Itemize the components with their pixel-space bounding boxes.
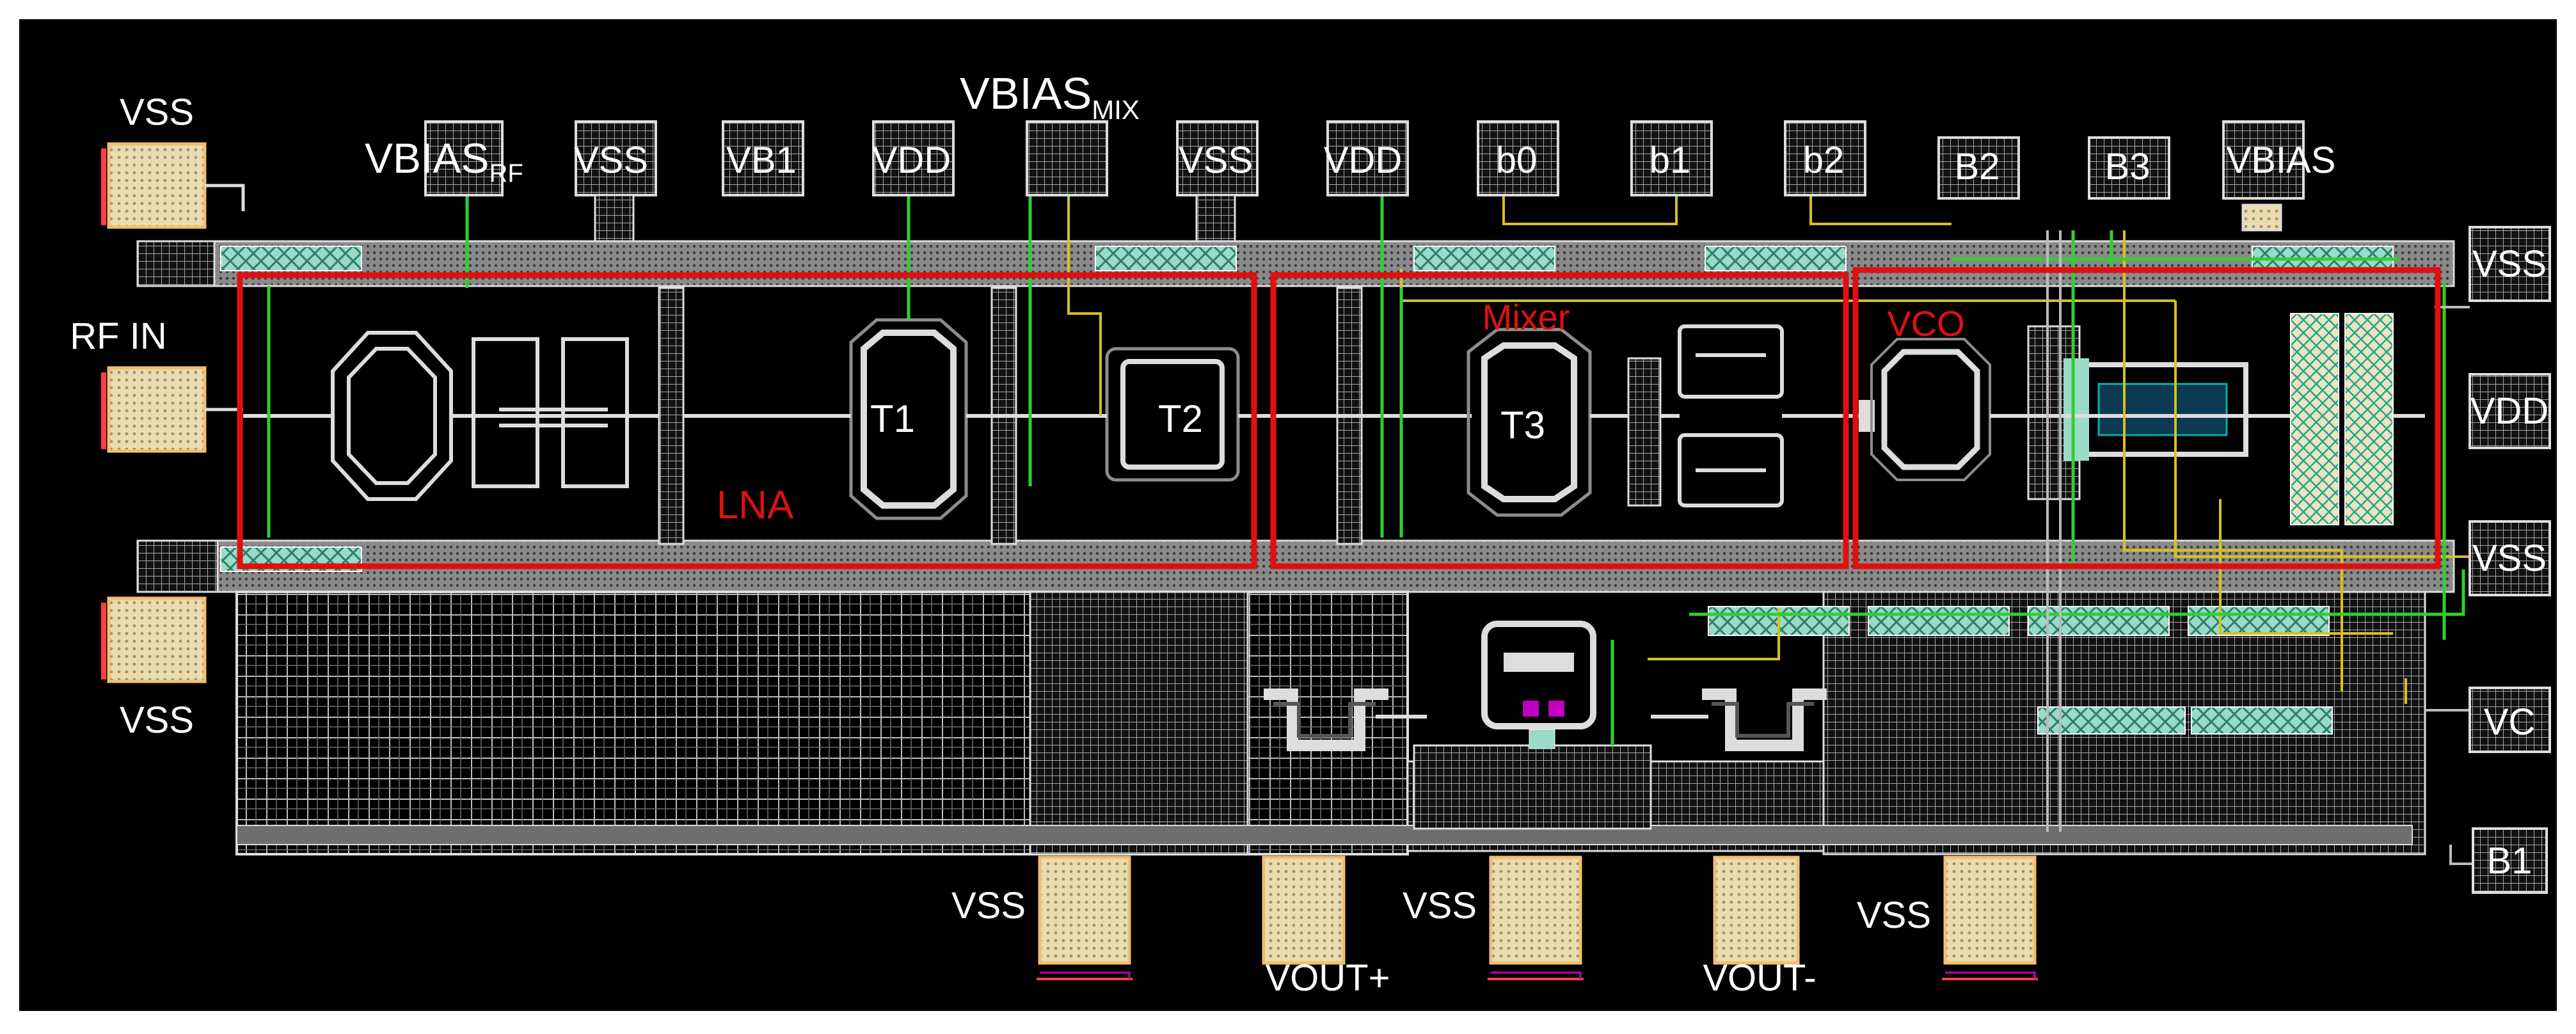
pad-left-1 <box>107 142 207 229</box>
block-label-vco: VCO <box>1887 303 1964 344</box>
pad-label-left-vss-bottom: VSS <box>120 699 194 741</box>
pad-label-right-vss-2: VSS <box>2472 537 2547 579</box>
pad-label-b1-right: B1 <box>2487 840 2532 882</box>
pad-bottom-vss-2 <box>1489 855 1582 965</box>
pad-label-b2: b2 <box>1803 139 1845 181</box>
pad-bottom-vout-minus <box>1713 855 1800 965</box>
lna-block-outline <box>237 272 1257 569</box>
pad-top-B3 <box>2088 136 2170 200</box>
pad-right-vc <box>2469 687 2551 753</box>
pad-top-b2 <box>1784 120 1866 196</box>
pad-top-vb1 <box>722 120 804 196</box>
pad-label-vbias: VBIAS <box>2227 139 2336 181</box>
transformer-label-t3: T3 <box>1500 404 1545 447</box>
pad-label-right-vss-1: VSS <box>2472 243 2547 285</box>
transformer-label-t2: T2 <box>1158 397 1203 440</box>
pad-top-vss-2 <box>1176 120 1259 196</box>
pad-label-b0: b0 <box>1496 139 1538 181</box>
pad-label-B3: B3 <box>2105 146 2151 187</box>
block-outlines <box>237 267 2441 569</box>
block-label-mixer: Mixer <box>1483 297 1570 337</box>
pad-label-top-vdd-1: VDD <box>873 139 951 181</box>
pad-bottom-vss-1 <box>1038 855 1131 965</box>
pad-label-top-vss-2: VSS <box>1179 139 1253 181</box>
pad-shapes <box>101 120 2551 980</box>
pad-left-3 <box>107 596 207 683</box>
pad-label-b1: b1 <box>1650 139 1691 181</box>
pad-label-B2: B2 <box>1955 146 2000 187</box>
yellow-metal-routing <box>1067 192 2483 704</box>
vco-block-outline <box>1852 267 2441 569</box>
pad-label-vbias-rf: VBIASRF <box>365 134 523 187</box>
vbias-mix-label: VBIASMIX <box>960 68 1140 125</box>
pad-label-bottom-vss-1: VSS <box>951 885 1026 927</box>
pad-right-vss-2 <box>2469 520 2551 596</box>
pad-top-B2 <box>1937 136 2020 200</box>
pad-right-vdd <box>2469 373 2551 449</box>
pad-label-left-vss-top: VSS <box>120 91 194 133</box>
transformer-t1 <box>861 330 957 509</box>
pad-right-vss-1 <box>2469 226 2551 302</box>
pad-label-vout-plus: VOUT+ <box>1266 957 1390 999</box>
lna-signal-path <box>243 331 742 501</box>
top-power-rail <box>136 240 2455 287</box>
pad-label-right-vdd: VDD <box>2470 390 2548 432</box>
pad-label-vout-minus: VOUT- <box>1703 957 1816 999</box>
pad-label-vb1: VB1 <box>726 139 797 181</box>
pad-label-top-vdd-2: VDD <box>1324 139 1402 181</box>
pad-bottom-vout-plus <box>1262 855 1346 965</box>
pad-top-vbias <box>2222 120 2305 200</box>
pad-label-bottom-vss-2: VSS <box>1403 885 1477 927</box>
pad-label-bottom-vss-3: VSS <box>1857 895 1931 936</box>
pad-top-b0 <box>1477 120 1559 196</box>
output-stage <box>1264 621 1827 830</box>
block-label-lna: LNA <box>717 483 794 527</box>
pad-top-b1 <box>1630 120 1713 196</box>
pad-left-2 <box>107 366 207 453</box>
transformer-t3 <box>1481 342 1577 502</box>
pad-label-vc: VC <box>2484 701 2536 743</box>
pad-top-vbias-rf <box>424 120 504 196</box>
transformer-label-t1: T1 <box>870 397 915 440</box>
pad-top-vdd-2 <box>1326 120 1409 196</box>
pad-bottom-vss-3 <box>1943 855 2037 965</box>
green-metal-routing <box>267 192 2465 745</box>
pad-label-rf-in: RF IN <box>70 315 166 357</box>
pad-right-b1 <box>2472 827 2548 894</box>
pad-top-vbias-mix <box>1026 120 1108 196</box>
mixer-block-outline <box>1270 272 1849 569</box>
pad-label-top-vss-1: VSS <box>574 139 648 181</box>
pad-top-vdd-1 <box>872 120 955 196</box>
vco-inductor <box>1881 349 1980 470</box>
